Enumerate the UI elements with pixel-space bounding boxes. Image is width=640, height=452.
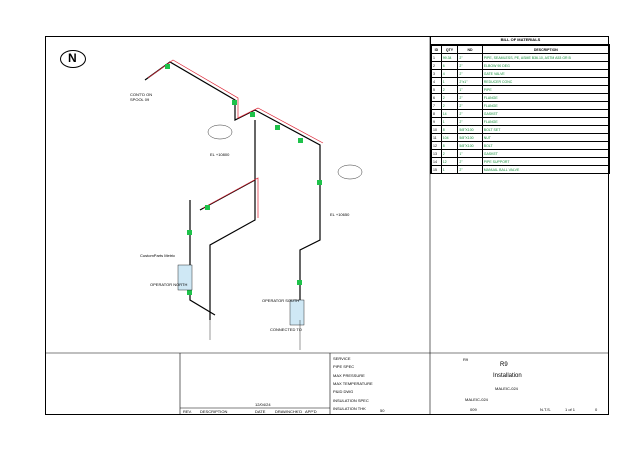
annotation: SPOOL 09	[130, 97, 150, 102]
drawing-sheet	[45, 36, 609, 415]
bom-title: BILL OF MATERIALS	[431, 36, 610, 45]
rev: 0	[595, 407, 598, 412]
bom-cell: 2"	[457, 165, 483, 174]
annotation: EL +10650	[330, 212, 350, 217]
annotation: EL +10800	[210, 152, 230, 157]
title-block-field: SERVICE	[333, 356, 351, 361]
line-number: MALEIC-024	[465, 397, 488, 402]
annotation: CustomParts Metric	[140, 253, 176, 258]
revision-header: DATE	[255, 409, 266, 414]
revision-header: DRAWN	[275, 409, 290, 414]
title-block-field: MAX TEMPERATURE	[333, 380, 373, 386]
annotation: OPERATOR NORTH	[150, 282, 188, 287]
revision-header: CHK'D	[290, 409, 303, 414]
title-block-field: MAX PRESSURE	[333, 372, 365, 378]
annotation: CONT'D ON	[130, 92, 153, 97]
revision-header: DESCRIPTION	[200, 409, 228, 414]
north-arrow-icon: N	[60, 50, 86, 68]
project-title: R9	[500, 362, 508, 368]
project-value: R9	[463, 357, 469, 362]
sheet: 1 of 1	[565, 407, 576, 412]
title-block-field: PIPE SPEC	[333, 364, 355, 370]
drawing-number: MALEIC-024	[495, 386, 518, 391]
job-number: 009	[470, 407, 477, 412]
bom-cell: MANUAL BALL VALVE	[481, 165, 611, 174]
bill-of-materials: BILL OF MATERIALS ID QTY ND DESCRIPTION …	[430, 36, 611, 174]
scale: N.T.S.	[540, 407, 551, 412]
insulation-thk-value: 50	[380, 408, 385, 413]
rev-date: 12/04/24	[255, 402, 271, 407]
revision-header: APP'D	[305, 409, 317, 414]
annotation: CONNECTED TO	[270, 327, 302, 332]
revision-header: REV.	[183, 409, 192, 414]
title-block-field: INSULATION SPEC	[333, 397, 369, 403]
title-block-field: P&ID DWG	[333, 389, 354, 395]
drawing-title: Installation	[493, 373, 522, 379]
annotation: OPERATOR SOUTH	[262, 298, 300, 303]
title-block-field: INSULATION THK	[333, 405, 366, 411]
